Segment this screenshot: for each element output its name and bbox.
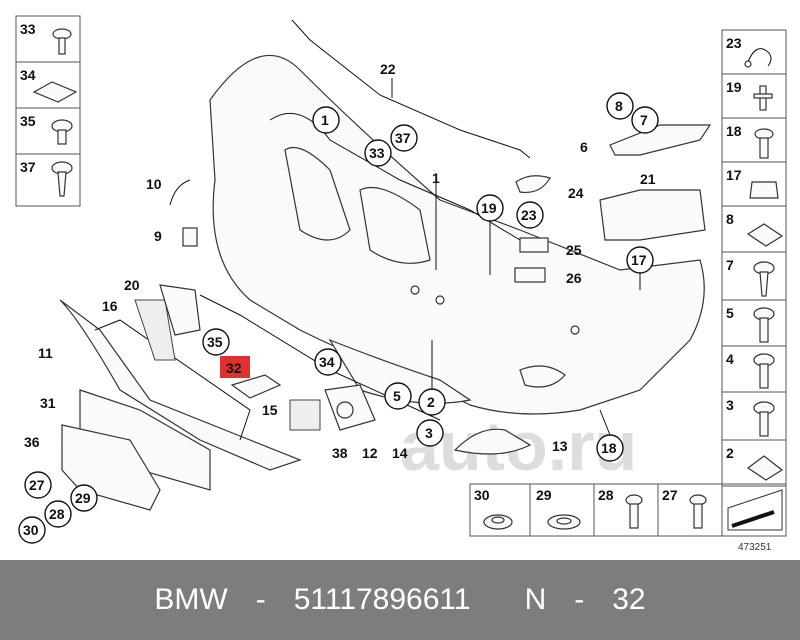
callout-27: 27 [29, 477, 45, 493]
screw-4-icon [753, 353, 775, 389]
nut-17-icon [749, 181, 779, 199]
screw-7-icon [753, 261, 775, 297]
callout-28: 28 [49, 506, 65, 522]
callout-38: 38 [332, 445, 348, 461]
callout-22: 25 [566, 242, 582, 258]
legend-label-18: 18 [726, 123, 742, 139]
reference-number: 473251 [738, 542, 772, 553]
legend-label-29: 29 [536, 487, 552, 503]
callout-33: 33 [369, 145, 385, 161]
legend-label-8: 8 [726, 211, 734, 227]
callout-30: 30 [23, 522, 39, 538]
callout-13: 16 [102, 298, 118, 314]
callout-7: 7 [640, 112, 648, 128]
callout-17: 17 [631, 252, 647, 268]
callout-20: 22 [380, 61, 396, 77]
callout-21: 24 [568, 185, 584, 201]
parts-diagram: auto.ru 33 34 35 37 23 19 18 17 8 [15, 15, 787, 553]
callout-11: 11 [38, 345, 53, 361]
callout-10: 10 [146, 176, 162, 192]
legend-label-33: 33 [20, 21, 36, 37]
callout-9: 9 [154, 228, 162, 244]
callout-25: 31 [40, 395, 56, 411]
callout-4: 1 [321, 112, 329, 128]
screw-18-icon [754, 128, 774, 159]
bottom-legend: 30 29 28 27 [469, 483, 787, 537]
callout-34: 37 [395, 130, 411, 146]
callout-6: 6 [580, 139, 588, 155]
left-legend: 33 34 35 37 [15, 15, 81, 207]
callout-5: 5 [393, 388, 401, 404]
legend-label-23: 23 [726, 35, 742, 51]
legend-label-19: 19 [726, 79, 742, 95]
separator: - [255, 583, 266, 616]
rivet-19-icon [753, 85, 773, 111]
legend-label-28: 28 [598, 487, 614, 503]
callout-23: 23 [521, 207, 537, 223]
callout-26: 36 [24, 434, 40, 450]
brand-name: BMW [154, 583, 228, 616]
screw-3-icon [753, 401, 775, 437]
right-legend: 23 19 18 17 8 7 5 4 3 2 [721, 29, 787, 487]
legend-label-34: 34 [20, 67, 36, 83]
screw-35-icon [51, 119, 73, 145]
position-number: 32 [612, 583, 646, 616]
arrow-icon [727, 489, 783, 531]
callout-8: 8 [615, 98, 623, 114]
callout-14: 20 [124, 277, 140, 293]
callout-24: 26 [566, 270, 582, 286]
screw-33-icon [52, 28, 72, 55]
callout-31: 13 [552, 438, 568, 454]
highlight-32[interactable]: 32 [220, 356, 250, 378]
callout-3: 3 [425, 425, 433, 441]
legend-label-3: 3 [726, 397, 734, 413]
legend-label-27: 27 [662, 487, 678, 503]
callout-19: 19 [481, 200, 497, 216]
part-number: 51117896611 [293, 583, 471, 616]
legend-label-4: 4 [726, 351, 734, 367]
legend-label-17: 17 [726, 167, 742, 183]
clip-2-icon [746, 455, 784, 481]
callouts: 1 37 33 19 23 8 7 17 35 34 5 2 3 18 27 2… [18, 78, 659, 544]
separator: - [574, 583, 585, 616]
bumper-assembly [59, 19, 712, 511]
legend-label-30: 30 [474, 487, 490, 503]
screw-28-icon [625, 494, 643, 529]
callout-35: 34 [319, 354, 335, 370]
callout-37: 35 [207, 334, 223, 350]
screw-5-icon [753, 307, 775, 343]
callout-32: 32 [226, 360, 242, 376]
legend-label-35: 35 [20, 113, 36, 129]
screw-37-icon [51, 161, 73, 197]
clip-8-icon [746, 223, 784, 247]
washer-29-icon [547, 514, 581, 530]
legend-label-5: 5 [726, 305, 734, 321]
callout-16: 21 [640, 171, 656, 187]
legend-label-37: 37 [20, 159, 36, 175]
plain-callouts: 1 22 6 21 24 25 26 10 9 20 16 11 31 36 1… [24, 61, 656, 461]
position-letter: N [524, 583, 547, 616]
clip-34-icon [32, 81, 78, 103]
part-info-bar: BMW - 51117896611 N - 32 [0, 560, 800, 640]
legend-label-7: 7 [726, 257, 734, 273]
grommet-30-icon [483, 514, 513, 530]
callout-12: 15 [262, 402, 278, 418]
legend-label-2: 2 [726, 445, 734, 461]
callout-29: 29 [75, 490, 91, 506]
callout-2: 2 [427, 394, 435, 410]
callout-36: 14 [392, 445, 408, 461]
callout-15: 12 [362, 445, 378, 461]
callout-1: 1 [432, 170, 440, 186]
spring-clip-23-icon [744, 48, 772, 68]
screw-27-icon [689, 494, 707, 529]
callout-18: 18 [601, 440, 617, 456]
